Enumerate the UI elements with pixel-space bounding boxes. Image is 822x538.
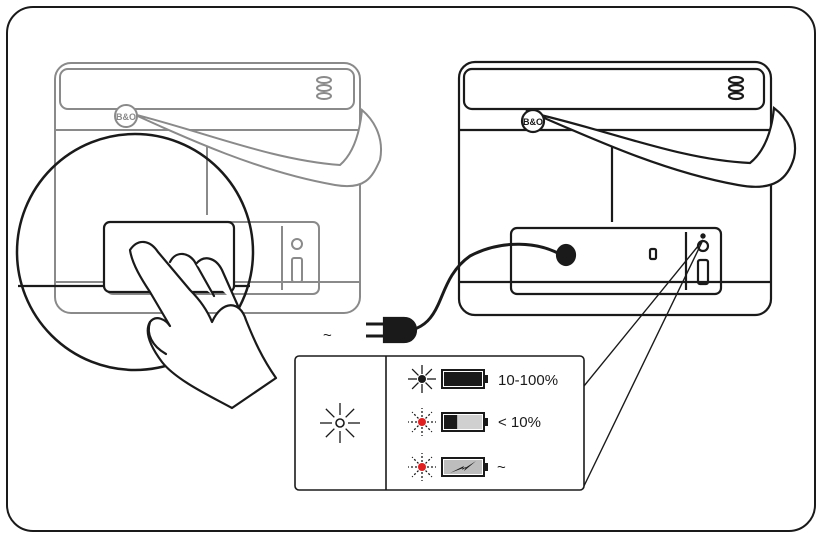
led-ring <box>335 418 345 428</box>
battery-empty <box>457 415 482 429</box>
indicator-row-low <box>408 408 488 436</box>
led-dot <box>418 463 426 471</box>
led-ray <box>425 382 433 390</box>
led-ray <box>425 456 433 464</box>
led-ray <box>325 408 335 418</box>
callout-line-upper <box>583 239 704 387</box>
power-cable <box>411 242 567 332</box>
led-ray <box>345 428 355 438</box>
led-dot <box>418 418 426 426</box>
led-ray <box>425 470 433 478</box>
led-ray <box>325 428 335 438</box>
led-ray <box>411 368 419 376</box>
indicator-label-low: < 10% <box>498 414 541 431</box>
ac-symbol: ~ <box>323 327 332 344</box>
indicator-row-full <box>408 365 488 393</box>
led-ray <box>411 470 419 478</box>
power-plug-icon <box>366 316 418 344</box>
battery-fill <box>444 415 458 429</box>
left-logo: B&O <box>116 112 136 122</box>
callout-line-lower <box>583 239 704 487</box>
battery-tip <box>484 463 488 471</box>
led-ray <box>345 408 355 418</box>
battery-tip <box>484 375 488 383</box>
led-dot <box>418 375 426 383</box>
led-ray <box>425 368 433 376</box>
led-ray <box>411 382 419 390</box>
led-ray <box>425 425 433 433</box>
led-ray <box>411 425 419 433</box>
led-ray <box>411 411 419 419</box>
indicator-panel <box>294 355 585 491</box>
charging-bolt-icon <box>450 461 476 473</box>
zoom-circle <box>15 132 255 372</box>
hand-icon <box>128 240 278 410</box>
right-logo: B&O <box>523 117 543 127</box>
led-icon <box>320 403 360 443</box>
battery-fill <box>444 372 482 386</box>
indicator-label-charging: ~ <box>497 459 506 476</box>
led-ray <box>425 411 433 419</box>
battery-tip <box>484 418 488 426</box>
indicator-label-full: 10-100% <box>498 372 558 389</box>
right-speaker: B&O <box>457 60 797 317</box>
led-ray <box>411 456 419 464</box>
indicator-row-charging <box>408 453 488 481</box>
